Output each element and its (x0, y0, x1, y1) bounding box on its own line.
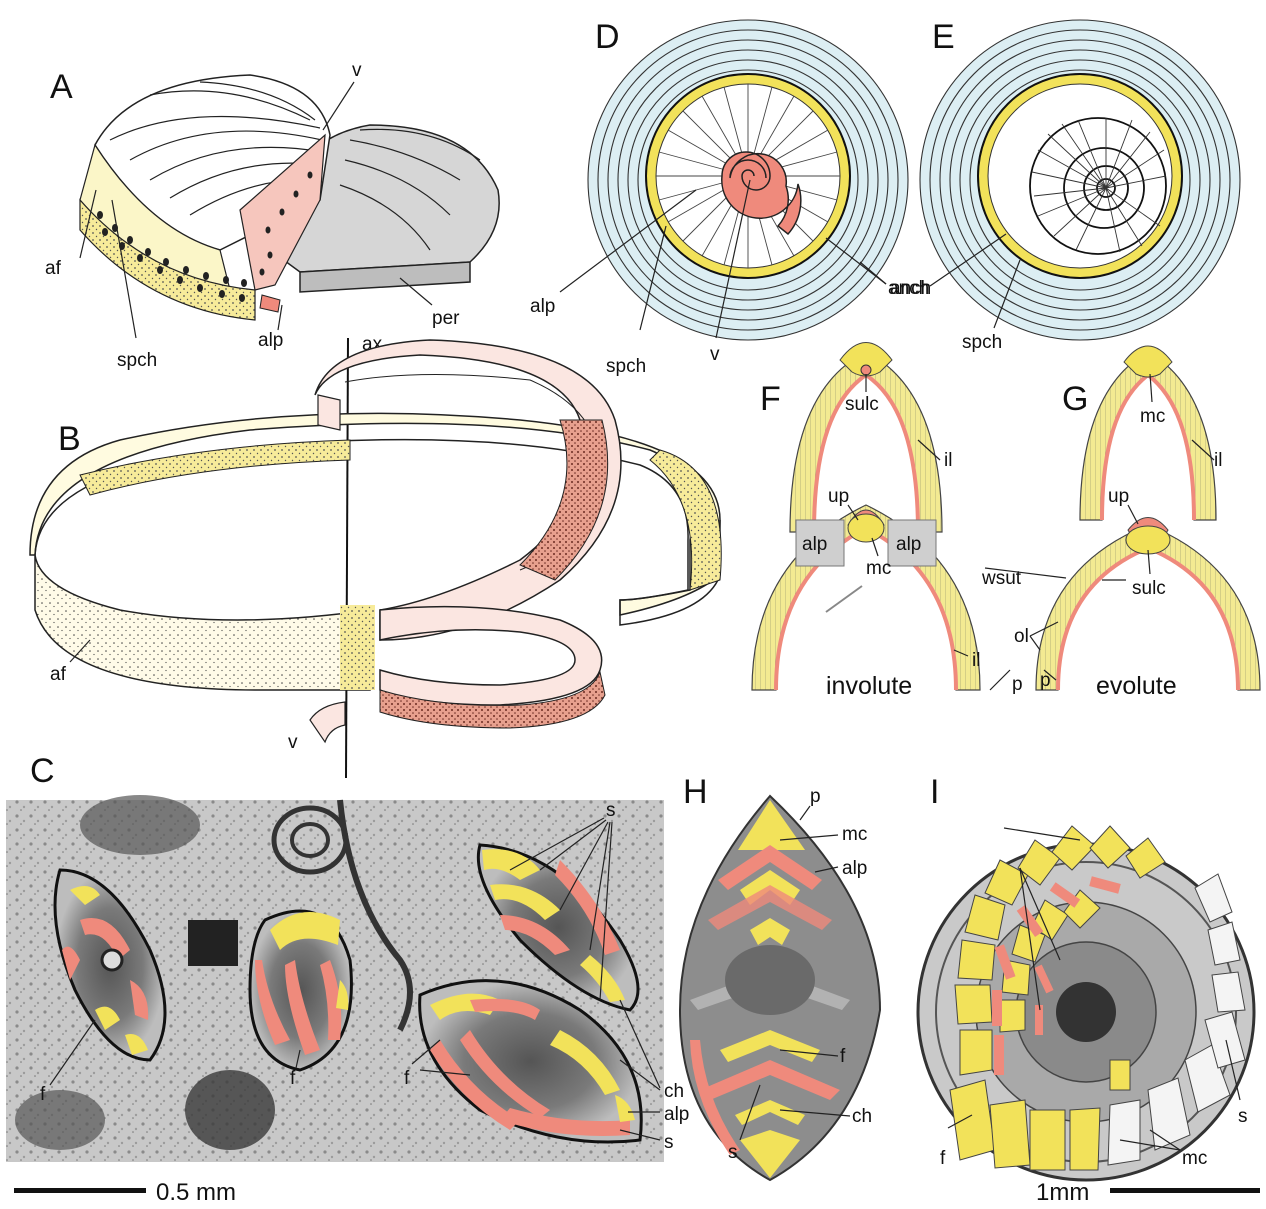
label-h-mc: mc (842, 824, 867, 845)
label-c-s-low: s (664, 1132, 674, 1153)
caption-evolute: evolute (1096, 672, 1177, 700)
label-f-alp-left: alp (802, 534, 827, 555)
label-f-il: il (944, 450, 952, 471)
label-h-f: f (840, 1046, 846, 1067)
c-fossil-botleft (15, 1090, 105, 1150)
i-center (1056, 982, 1116, 1042)
label-f-il-low: il (972, 650, 980, 671)
label-c-alp: alp (664, 1104, 689, 1125)
i-scale-bar (1110, 1188, 1260, 1193)
label-c-f-right: f (404, 1068, 410, 1089)
panel-g-label: G (1062, 380, 1088, 418)
label-f-p: p (1012, 674, 1023, 695)
f-arrow (826, 586, 862, 612)
panel-c-label: C (30, 752, 55, 790)
label-b-v: v (288, 732, 298, 753)
c-specimen-2 (250, 911, 351, 1070)
leader-h-p (800, 806, 810, 820)
label-f-mc: mc (866, 558, 891, 579)
leader-f-p (990, 670, 1010, 690)
label-g-il: il (1214, 450, 1222, 471)
label-h-p: p (810, 786, 821, 807)
panel-h-label: H (683, 773, 708, 811)
label-h-s: s (728, 1142, 738, 1163)
label-i-s: s (1238, 1106, 1248, 1127)
outer-ribbon-right (650, 450, 721, 590)
panel-i-label: I (930, 773, 939, 811)
i-scale-text: 1mm (1036, 1179, 1089, 1206)
label-a-alp: alp (258, 330, 283, 351)
label-g-sulc: sulc (1132, 578, 1166, 599)
caption-involute: involute (826, 672, 912, 700)
label-c-ch: ch (664, 1081, 684, 1102)
outer-ribbon-yellow (340, 605, 375, 690)
label-h-ch: ch (852, 1106, 872, 1127)
c-dark-block (188, 920, 238, 966)
panel-e: E anch spch (890, 18, 1240, 353)
label-g-up: up (1108, 486, 1129, 507)
label-f-up: up (828, 486, 849, 507)
label-d-v: v (710, 344, 720, 365)
label-e-anch: anch (890, 278, 931, 299)
alp-tip (260, 295, 280, 312)
label-f-sulc: sulc (845, 394, 879, 415)
label-d-spch: spch (606, 356, 646, 377)
label-a-per: per (432, 308, 460, 329)
label-a-v: v (352, 60, 362, 81)
alp-coil-end (318, 395, 340, 430)
label-g-p: p (1040, 670, 1051, 691)
panel-f: F sulc il up alp alp mc il p involute (752, 343, 1023, 701)
label-g-mc: mc (1140, 406, 1165, 427)
label-i-mc: mc (1182, 1148, 1207, 1169)
leader-g-up (1128, 505, 1138, 524)
label-g-ol: ol (1014, 626, 1029, 647)
panel-b: B ax v af (30, 334, 721, 778)
panel-e-label: E (932, 18, 955, 56)
panel-a: A (45, 60, 499, 371)
label-g-wsut: wsut (981, 568, 1022, 589)
panel-d: D alp spch v anch (530, 18, 929, 377)
v-end (310, 702, 345, 742)
leader-a-v (323, 82, 354, 130)
h-center (725, 945, 815, 1015)
label-h-alp: alp (842, 858, 867, 879)
label-e-spch: spch (962, 332, 1002, 353)
panel-c: C (6, 752, 689, 1206)
e-inner (988, 84, 1172, 268)
g-mc-yellow (1126, 526, 1170, 554)
alp-coil-face (520, 420, 608, 580)
c-fan-fossil (185, 1070, 275, 1150)
f-mc-yellow (848, 514, 884, 542)
c-fossil-topleft (80, 795, 200, 855)
c-scale-text: 0.5 mm (156, 1179, 236, 1206)
panel-a-label: A (50, 68, 73, 106)
panel-i: I (918, 773, 1260, 1206)
label-c-f-left: f (40, 1084, 46, 1105)
panel-b-label: B (58, 420, 81, 458)
panel-d-label: D (595, 18, 620, 56)
label-f-alp-right: alp (896, 534, 921, 555)
f-sulc-dot (861, 365, 871, 375)
label-c-f-mid: f (290, 1068, 296, 1089)
panel-g: G mc il up wsut ol sulc p evolute (981, 346, 1260, 700)
panel-f-label: F (760, 380, 781, 418)
leader-g-ol2 (1030, 636, 1040, 650)
label-b-af: af (50, 664, 67, 685)
panel-h: H p mc alp f ch s (680, 773, 880, 1180)
label-d-alp: alp (530, 296, 555, 317)
label-c-s: s (606, 800, 616, 821)
c-scale-bar (14, 1188, 146, 1193)
label-a-spch: spch (117, 350, 157, 371)
coiling-axis (346, 338, 348, 778)
alp-coil-lower (380, 607, 602, 705)
outer-ribbon-face (35, 555, 370, 690)
label-a-af: af (45, 258, 62, 279)
label-i-f: f (940, 1148, 946, 1169)
